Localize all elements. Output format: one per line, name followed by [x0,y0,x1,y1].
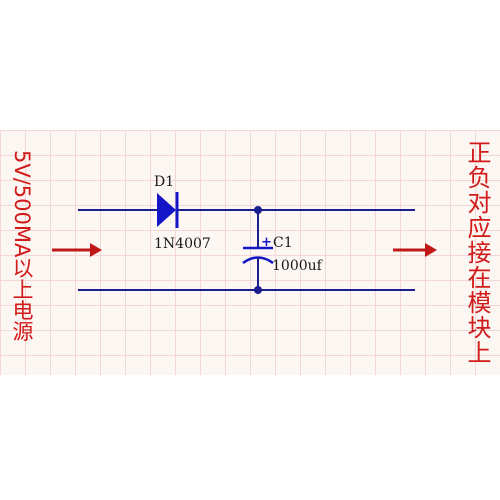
junction-dot-bottom [254,286,262,294]
diode-d1 [157,192,179,228]
input-arrow-icon [52,243,102,257]
schematic-sheet [0,130,500,375]
diode-part-label: 1N4007 [154,236,211,252]
input-power-label: 5V/500MA以上电源 [10,150,34,342]
cap-plate-bottom [242,256,274,265]
output-arrow-icon [393,243,437,257]
cap-ref-label: C1 [273,235,293,251]
cap-value-label: 1000uf [272,258,324,274]
diode-ref-label: D1 [154,174,174,190]
junction-dot-top [254,206,262,214]
diode-triangle [157,193,176,227]
capacitor-c1 [242,210,274,290]
output-connection-label: 正负对应接在模块上 [463,140,491,365]
cap-polarity-mark: + [261,235,272,250]
